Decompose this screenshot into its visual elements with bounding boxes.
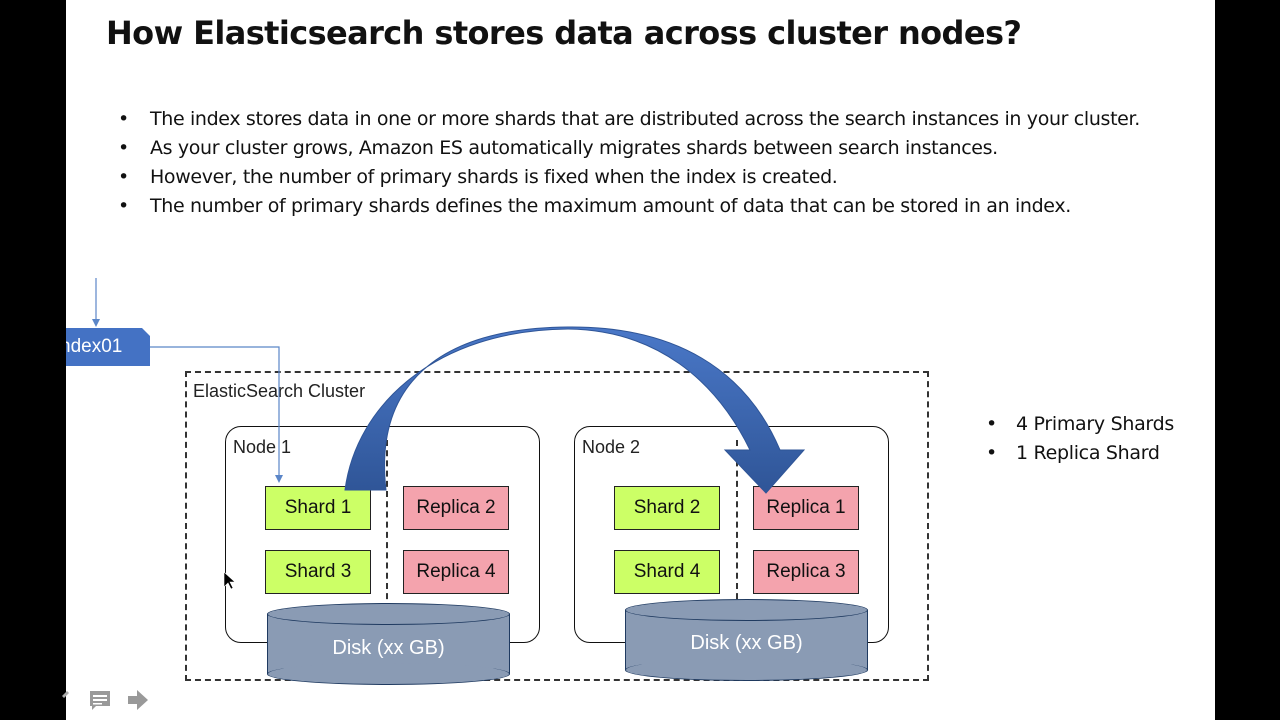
bullet-list: The index stores data in one or more sha… — [118, 105, 1140, 221]
slide: How Elasticsearch stores data across clu… — [66, 0, 1215, 720]
bullet-item: The index stores data in one or more sha… — [118, 105, 1140, 134]
primary-shard-count: 4 Primary Shards — [986, 410, 1174, 439]
next-arrow-icon[interactable] — [126, 688, 150, 712]
notes-icon[interactable] — [88, 688, 112, 712]
shard-1: Shard 1 — [265, 486, 371, 530]
bullet-item: As your cluster grows, Amazon ES automat… — [118, 134, 1140, 163]
replica-2: Replica 2 — [403, 486, 509, 530]
shard-4: Shard 4 — [614, 550, 720, 594]
shard-3: Shard 3 — [265, 550, 371, 594]
replica-1: Replica 1 — [753, 486, 859, 530]
pen-icon[interactable] — [60, 688, 84, 712]
index-input-arrow — [92, 278, 100, 327]
bullet-item: The number of primary shards defines the… — [118, 192, 1140, 221]
node-1-label: Node 1 — [233, 437, 292, 457]
replica-4: Replica 4 — [403, 550, 509, 594]
node-1-divider — [386, 440, 388, 640]
replica-shard-count: 1 Replica Shard — [986, 439, 1174, 468]
replica-3: Replica 3 — [753, 550, 859, 594]
bullet-item: However, the number of primary shards is… — [118, 163, 1140, 192]
node-2-disk: Disk (xx GB) — [625, 599, 868, 681]
node-2-disk-label: Disk (xx GB) — [690, 632, 803, 654]
node-1-disk-label: Disk (xx GB) — [332, 637, 445, 659]
shard-count-list: 4 Primary Shards 1 Replica Shard — [986, 410, 1174, 468]
shard-2: Shard 2 — [614, 486, 720, 530]
slide-title: How Elasticsearch stores data across clu… — [106, 14, 1022, 52]
node-2-divider — [736, 440, 738, 640]
node-1-disk: Disk (xx GB) — [267, 603, 510, 685]
cluster-label: ElasticSearch Cluster — [193, 381, 366, 401]
index-label-text: ndex01 — [66, 336, 123, 357]
node-2-label: Node 2 — [582, 437, 641, 457]
index-label: ndex01 — [66, 328, 150, 366]
